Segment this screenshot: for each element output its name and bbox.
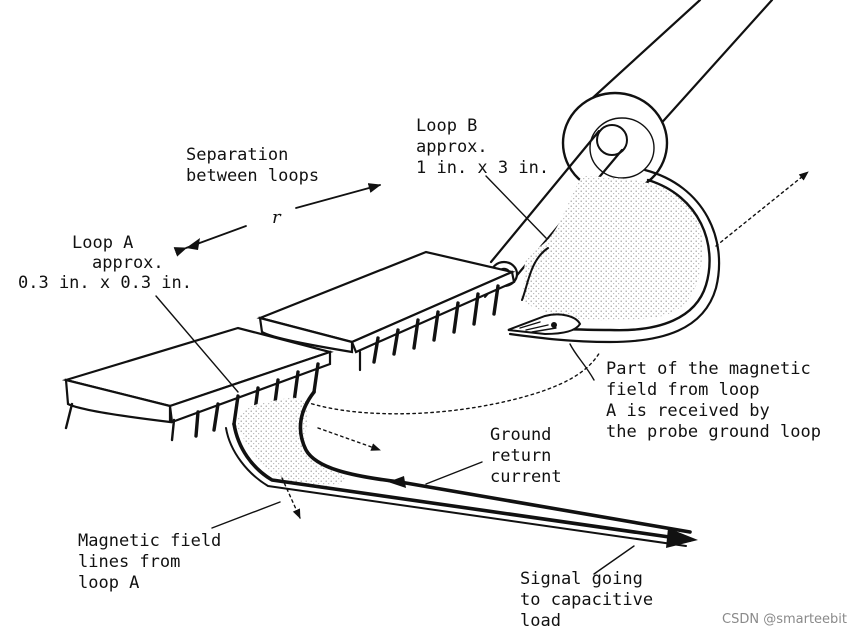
leader-lines (155, 175, 635, 575)
svg-text:Ground: Ground (490, 425, 551, 445)
svg-text:Loop B: Loop B (416, 116, 477, 136)
ic-chip-back (256, 250, 516, 372)
svg-text:A is received by: A is received by (606, 401, 770, 421)
ground-clip (507, 313, 582, 336)
svg-text:Loop A: Loop A (72, 233, 133, 253)
svg-text:field from loop: field from loop (606, 380, 760, 400)
label-r-symbol: r (272, 207, 282, 228)
label-loop-a: Loop A approx. 0.3 in. x 0.3 in. (18, 233, 192, 293)
label-received: Part of the magnetic field from loop A i… (606, 359, 821, 442)
svg-text:current: current (490, 467, 562, 487)
loop-b (507, 168, 721, 344)
svg-text:approx.: approx. (416, 137, 488, 157)
separation-arrow (173, 183, 382, 257)
svg-text:Signal going: Signal going (520, 569, 643, 589)
label-separation: Separation between loops (186, 145, 319, 186)
label-field-lines: Magnetic field lines from loop A (78, 531, 221, 593)
magnetic-field-lines (281, 171, 809, 519)
label-signal: Signal going to capacitive load (520, 569, 653, 631)
svg-text:loop A: loop A (78, 573, 139, 593)
svg-text:0.3 in. x 0.3 in.: 0.3 in. x 0.3 in. (18, 273, 192, 293)
svg-text:Part of the magnetic: Part of the magnetic (606, 359, 811, 379)
loop-a (225, 390, 692, 547)
svg-text:return: return (490, 446, 551, 466)
svg-text:the probe ground loop: the probe ground loop (606, 422, 821, 442)
svg-text:load: load (520, 611, 561, 631)
svg-text:1 in. x 3 in.: 1 in. x 3 in. (416, 158, 549, 178)
svg-text:lines from: lines from (78, 552, 180, 572)
signal-lines (388, 476, 698, 548)
watermark: CSDN @smarteebit (722, 612, 847, 627)
svg-text:Separation: Separation (186, 145, 288, 165)
signal-arrow-head (666, 528, 698, 548)
svg-text:to capacitive: to capacitive (520, 590, 653, 610)
label-ground-return: Ground return current (490, 425, 562, 487)
ic-chip-front (61, 326, 334, 442)
svg-text:approx.: approx. (92, 253, 164, 273)
label-loop-b: Loop B approx. 1 in. x 3 in. (416, 116, 549, 178)
svg-text:Magnetic field: Magnetic field (78, 531, 221, 551)
svg-text:between loops: between loops (186, 166, 319, 186)
